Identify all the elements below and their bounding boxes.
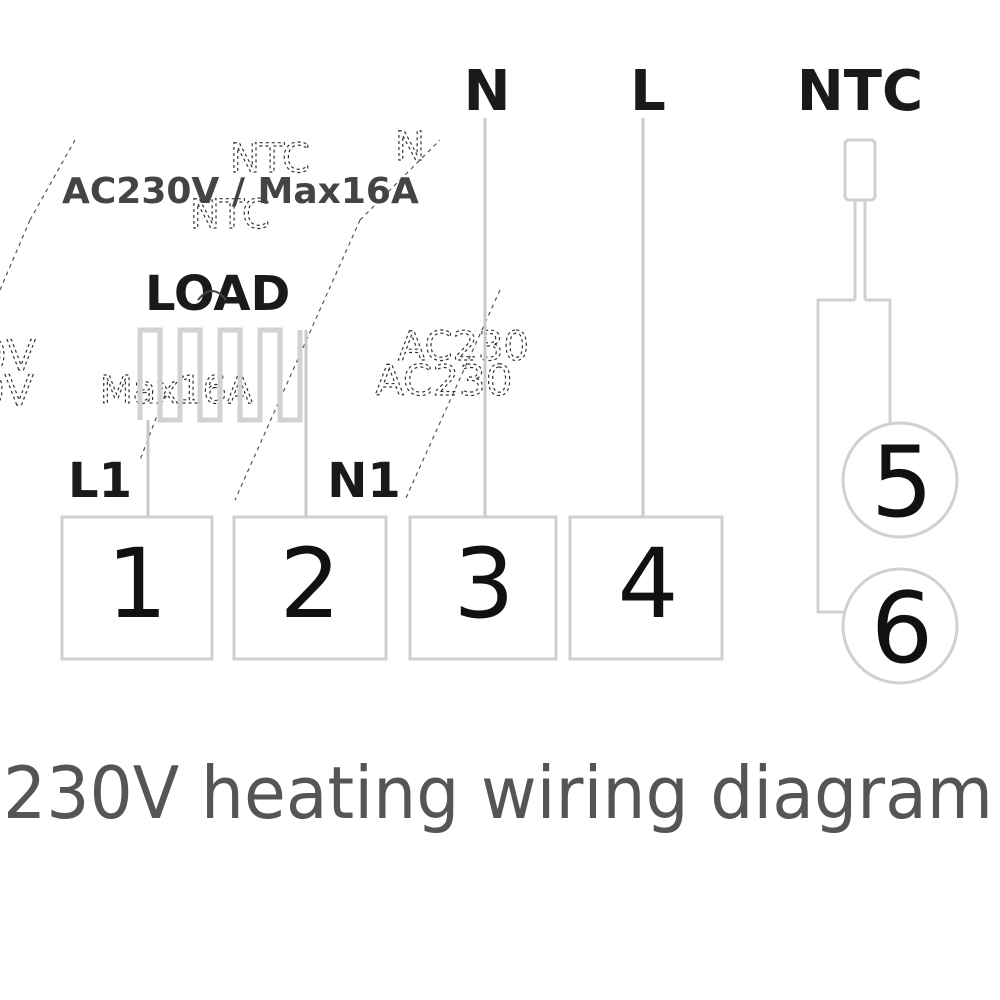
wires <box>146 118 645 517</box>
terminal-number: 3 <box>453 528 514 640</box>
terminal-number: 4 <box>617 528 678 640</box>
ghost-v-text: 0V <box>0 331 36 380</box>
ghost-max16a-text: Max16A <box>100 368 253 412</box>
terminal-3: 3 <box>408 515 558 661</box>
sensor-terminal-number: 5 <box>871 426 933 540</box>
terminal-2: 2 <box>232 515 388 661</box>
ghost-n-text: N <box>395 124 425 170</box>
ghost-dash-line <box>0 219 31 291</box>
n1-label: N1 <box>327 453 401 509</box>
ghost-dash-line <box>359 139 441 221</box>
diagram-caption: 230V heating wiring diagram <box>3 751 993 835</box>
ghost-ntc-text-2: NTC <box>190 192 270 238</box>
ghost-ac230-text-2: AC230 <box>398 324 529 370</box>
sensor-terminal-5: 5 <box>841 421 959 540</box>
ntc-sensor-icon <box>816 138 892 614</box>
l1-label: L1 <box>68 453 132 509</box>
load-label: LOAD <box>145 266 290 322</box>
terminal-number: 1 <box>106 528 167 640</box>
ghost-dash-line <box>404 289 501 501</box>
ghost-ac230-text: AC230 <box>375 356 512 405</box>
sensor-terminal-6: 6 <box>841 567 959 686</box>
l-label: L <box>630 59 666 124</box>
terminal-block: 1 2 3 4 <box>60 515 724 661</box>
ghost-v-text-2: 0V <box>0 366 34 415</box>
ntc-label: NTC <box>797 59 923 124</box>
sensor-terminal-number: 6 <box>871 572 933 686</box>
n-label: N <box>464 59 511 124</box>
ghost-layer: NTC NTC N AC230 AC230 Max16A 0V 0V <box>0 123 530 501</box>
ghost-ntc-text: NTC <box>230 136 310 182</box>
ac230v-max16a-label: AC230V / Max16A <box>62 171 419 212</box>
terminal-1: 1 <box>60 515 214 661</box>
load-heater-icon <box>137 290 303 423</box>
terminal-number: 2 <box>279 528 340 640</box>
terminal-4: 4 <box>568 515 724 661</box>
